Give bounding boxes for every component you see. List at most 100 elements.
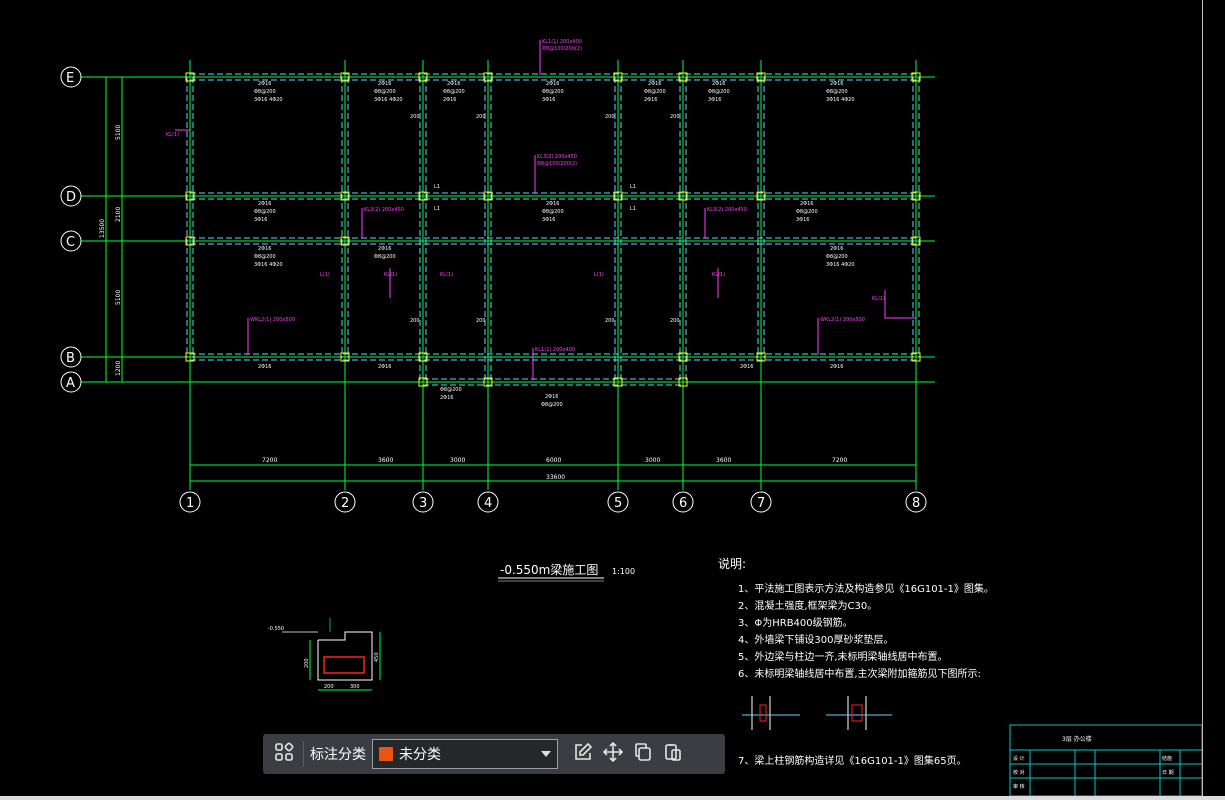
svg-text:2Φ16: 2Φ16 (378, 364, 391, 370)
svg-text:3Φ16: 3Φ16 (542, 217, 555, 223)
left-dimension-texts: 5100 2100 5100 1200 13500 (99, 125, 122, 376)
svg-text:3000: 3000 (450, 457, 465, 464)
svg-text:Φ8@200: Φ8@200 (440, 387, 462, 393)
letter-axis-labels: E D C B A (66, 71, 76, 391)
svg-text:200: 200 (605, 114, 615, 120)
svg-text:3Φ16: 3Φ16 (708, 97, 721, 103)
svg-text:2Φ16: 2Φ16 (258, 364, 271, 370)
paste-icon (663, 742, 683, 766)
edit-button[interactable] (568, 739, 598, 769)
svg-text:2Φ16: 2Φ16 (644, 97, 657, 103)
svg-text:200: 200 (304, 658, 310, 668)
svg-text:450: 450 (374, 652, 380, 662)
svg-text:-0.550: -0.550 (268, 626, 284, 632)
svg-text:7: 7 (757, 496, 765, 511)
svg-text:7200: 7200 (832, 457, 847, 464)
category-dropdown[interactable]: 未分类 (372, 739, 558, 769)
svg-text:3Φ16 4Φ20: 3Φ16 4Φ20 (254, 262, 283, 268)
svg-text:3层 办公楼: 3层 办公楼 (1062, 735, 1092, 743)
svg-text:3Φ16 4Φ20: 3Φ16 4Φ20 (254, 97, 283, 103)
svg-text:Φ8@100/200(2): Φ8@100/200(2) (542, 46, 582, 52)
svg-text:2Φ16: 2Φ16 (378, 246, 391, 252)
svg-text:2Φ16: 2Φ16 (447, 81, 460, 87)
move-button[interactable] (598, 739, 628, 769)
svg-text:200: 200 (476, 114, 486, 120)
svg-text:Φ8@200: Φ8@200 (254, 254, 276, 260)
svg-text:Φ8@200: Φ8@200 (826, 89, 848, 95)
category-label: 标注分类 (310, 747, 366, 763)
svg-text:Φ8@200: Φ8@200 (254, 209, 276, 215)
viewport-right-border (1202, 0, 1203, 796)
svg-text:KL(1): KL(1) (166, 132, 179, 138)
number-axis-lines (189, 60, 917, 490)
svg-text:6、未标明梁轴线居中布置,主次梁附加箍筋见下图所示:: 6、未标明梁轴线居中布置,主次梁附加箍筋见下图所示: (738, 667, 981, 680)
svg-text:2Φ16: 2Φ16 (443, 97, 456, 103)
toolbar-separator (303, 741, 304, 767)
svg-text:2Φ16: 2Φ16 (258, 246, 271, 252)
section-detail: -0.550 200 300 450 200 (268, 618, 381, 691)
svg-text:13500: 13500 (99, 219, 106, 238)
copy-icon (633, 742, 653, 766)
svg-text:L1: L1 (434, 184, 440, 190)
svg-text:2、混凝土强度,框架梁为C30。: 2、混凝土强度,框架梁为C30。 (738, 599, 877, 612)
title-block (1009, 724, 1203, 797)
svg-text:C: C (66, 235, 75, 250)
svg-text:3Φ16 4Φ20: 3Φ16 4Φ20 (826, 97, 855, 103)
svg-text:Φ8@200: Φ8@200 (254, 89, 276, 95)
svg-text:6: 6 (679, 496, 687, 511)
svg-text:校 对: 校 对 (1013, 769, 1025, 776)
svg-text:4、外墙梁下铺设300厚砂浆垫层。: 4、外墙梁下铺设300厚砂浆垫层。 (738, 633, 893, 646)
svg-text:KL3(2) 200x450: KL3(2) 200x450 (364, 207, 404, 213)
svg-text:Φ8@200: Φ8@200 (796, 209, 818, 215)
svg-text:2Φ16: 2Φ16 (378, 81, 391, 87)
svg-text:200: 200 (410, 114, 420, 120)
columns (185, 72, 921, 387)
svg-text:L(1): L(1) (320, 272, 330, 278)
paste-button[interactable] (658, 739, 688, 769)
svg-text:3600: 3600 (716, 457, 731, 464)
svg-text:2Φ16: 2Φ16 (712, 81, 725, 87)
svg-text:2Φ16: 2Φ16 (830, 81, 843, 87)
svg-text:1:100: 1:100 (612, 567, 635, 576)
annotation-leaders (175, 40, 916, 380)
grid-apps-button[interactable] (269, 739, 299, 769)
design-notes: 说明: 1、平法施工图表示方法及构造参见《16G101-1》图集。 2、混凝土强… (718, 556, 994, 767)
svg-text:日 期: 日 期 (1162, 770, 1174, 776)
svg-text:2Φ16: 2Φ16 (830, 364, 843, 370)
number-axis-labels: 1 2 3 4 5 6 7 8 (186, 496, 920, 511)
copy-button[interactable] (628, 739, 658, 769)
svg-text:KL(1): KL(1) (712, 272, 725, 278)
svg-text:D: D (66, 190, 76, 205)
annotation-texts: KL1(1) 200x400 Φ8@100/200(2) KL3(2) 200x… (166, 39, 885, 353)
svg-text:2100: 2100 (115, 207, 122, 222)
svg-text:-0.550m梁施工图: -0.550m梁施工图 (500, 562, 598, 577)
svg-text:200: 200 (476, 318, 486, 324)
left-dimension-lines (105, 77, 123, 382)
svg-text:6000: 6000 (546, 457, 561, 464)
svg-text:7、梁上柱钢筋构造详见《16G101-1》图集65页。: 7、梁上柱钢筋构造详见《16G101-1》图集65页。 (738, 754, 967, 767)
svg-text:5100: 5100 (115, 290, 122, 305)
svg-text:33600: 33600 (546, 474, 565, 481)
svg-text:2Φ16: 2Φ16 (546, 201, 559, 207)
svg-text:3000: 3000 (645, 457, 660, 464)
svg-text:B: B (66, 351, 75, 366)
letter-axis-lines (80, 76, 935, 383)
svg-text:2Φ16: 2Φ16 (800, 201, 813, 207)
svg-text:说明:: 说明: (718, 556, 746, 571)
svg-text:Φ8@100/200(2): Φ8@100/200(2) (537, 161, 577, 167)
number-axis-bubbles (179, 491, 927, 513)
svg-text:2Φ16: 2Φ16 (258, 201, 271, 207)
svg-text:设 计: 设 计 (1013, 755, 1025, 762)
chevron-down-icon (541, 751, 551, 757)
svg-text:2Φ16: 2Φ16 (440, 395, 453, 401)
svg-text:7200: 7200 (262, 457, 277, 464)
svg-text:200: 200 (670, 318, 680, 324)
svg-text:5: 5 (614, 496, 622, 511)
svg-text:Φ8@200: Φ8@200 (826, 254, 848, 260)
svg-text:3: 3 (419, 496, 427, 511)
svg-text:Φ8@200: Φ8@200 (541, 402, 563, 408)
svg-text:3Φ16: 3Φ16 (254, 217, 267, 223)
svg-text:A: A (66, 376, 75, 391)
svg-text:1200: 1200 (115, 361, 122, 376)
